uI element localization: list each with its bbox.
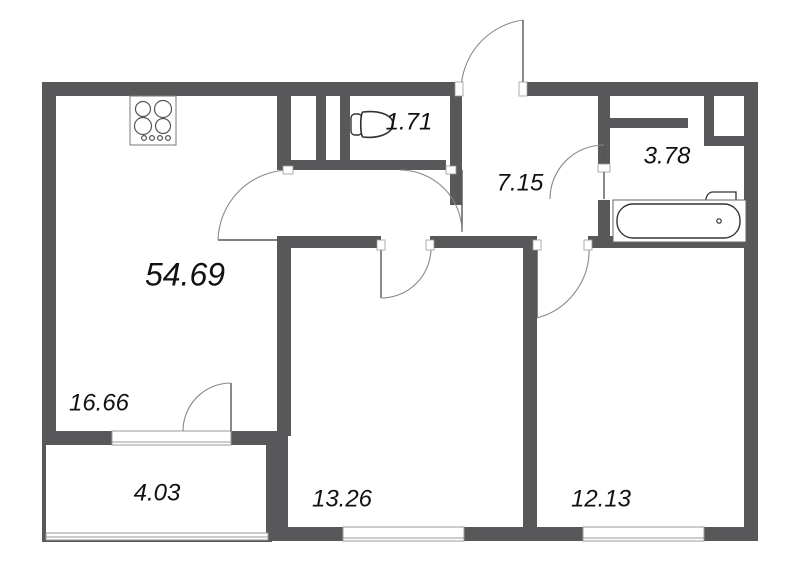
cooktop-burner-3 [133,116,153,136]
windows-layer [45,430,705,542]
area-label-entry-hall: 7.15 [497,169,544,196]
entrance-door-arc [460,19,524,93]
area-label-living-zone: 16.66 [69,389,130,416]
living-room-window [111,430,232,446]
balcony-glazing [45,532,269,541]
wall-bathroom-bottom [598,238,748,248]
wall-exterior-left [42,82,56,445]
wall-between-balcony-bedroom [266,431,288,541]
kitchen-cooktop [129,95,177,146]
wall-bathroom-closet-bottom [598,118,688,128]
wall-closet-bottom [277,160,350,170]
wall-bathroom-left-upper [598,96,610,168]
cooktop-knob-1 [141,135,148,142]
cooktop-knob-2 [149,135,156,142]
bedroom-two-window [582,526,705,542]
wall-bedroom1-top-right [430,236,535,248]
kitchen-living-door [217,165,294,241]
area-labels-layer: 54.69 16.66 4.03 13.26 12.13 1.71 7.15 3… [69,108,691,512]
bedroom-one-door [376,239,435,299]
area-label-bathroom: 3.78 [644,142,691,169]
wall-exterior-top-mid [291,82,461,96]
wall-wc-right [450,96,462,205]
area-label-bedroom-one: 13.26 [312,485,373,512]
area-label-kitchen-living: 54.69 [145,256,225,292]
cooktop-knob-4 [165,135,172,142]
doors-layer [182,19,611,432]
wall-bathroom-niche-bottom [704,136,746,146]
wall-wc-bottom [350,160,446,170]
wall-kitchen-right-lower [277,236,291,436]
wall-bedroom1-top-left [277,236,381,248]
cooktop-burner-1 [134,100,152,118]
balcony-door [182,382,232,432]
wc-door-arc [399,169,463,233]
bathroom-door [549,144,611,200]
bathtub-drain [716,218,722,224]
fixtures-layer [129,95,747,243]
wall-bathroom-left-lower [598,200,610,248]
bed1-door-arc [380,247,432,299]
cooktop-burner-2 [153,99,173,119]
wall-between-bedrooms [523,236,537,536]
cooktop-knob-3 [157,135,164,142]
wall-exterior-top-right [523,82,758,96]
wc-toilet [350,110,394,139]
wall-living-bottom-left [42,431,112,445]
toilet-door [399,165,463,233]
kitchen-door-arc [217,169,292,241]
wall-closet-partition-1 [316,96,326,170]
balcony-door-arc [182,382,232,432]
wall-bathroom-niche-left [704,96,714,146]
bedroom-one-window [342,526,465,542]
wall-exterior-top-left [42,82,291,96]
toilet-bowl [359,110,394,139]
bed2-door-arc [536,247,590,319]
bath-door-arc [549,144,605,200]
area-label-balcony: 4.03 [134,479,181,506]
bathtub-basin [616,203,741,239]
wall-kitchen-right-upper [277,96,291,170]
wall-balcony-left [42,445,46,542]
bathroom-bathtub [612,199,747,243]
area-label-bedroom-two: 12.13 [571,485,632,512]
cooktop-burner-4 [154,117,172,135]
wall-closet-partition-2 [340,96,350,170]
wall-exterior-right [744,82,758,541]
entrance-door [454,19,528,97]
bedroom-two-door [532,239,593,319]
area-label-toilet: 1.71 [386,108,433,135]
